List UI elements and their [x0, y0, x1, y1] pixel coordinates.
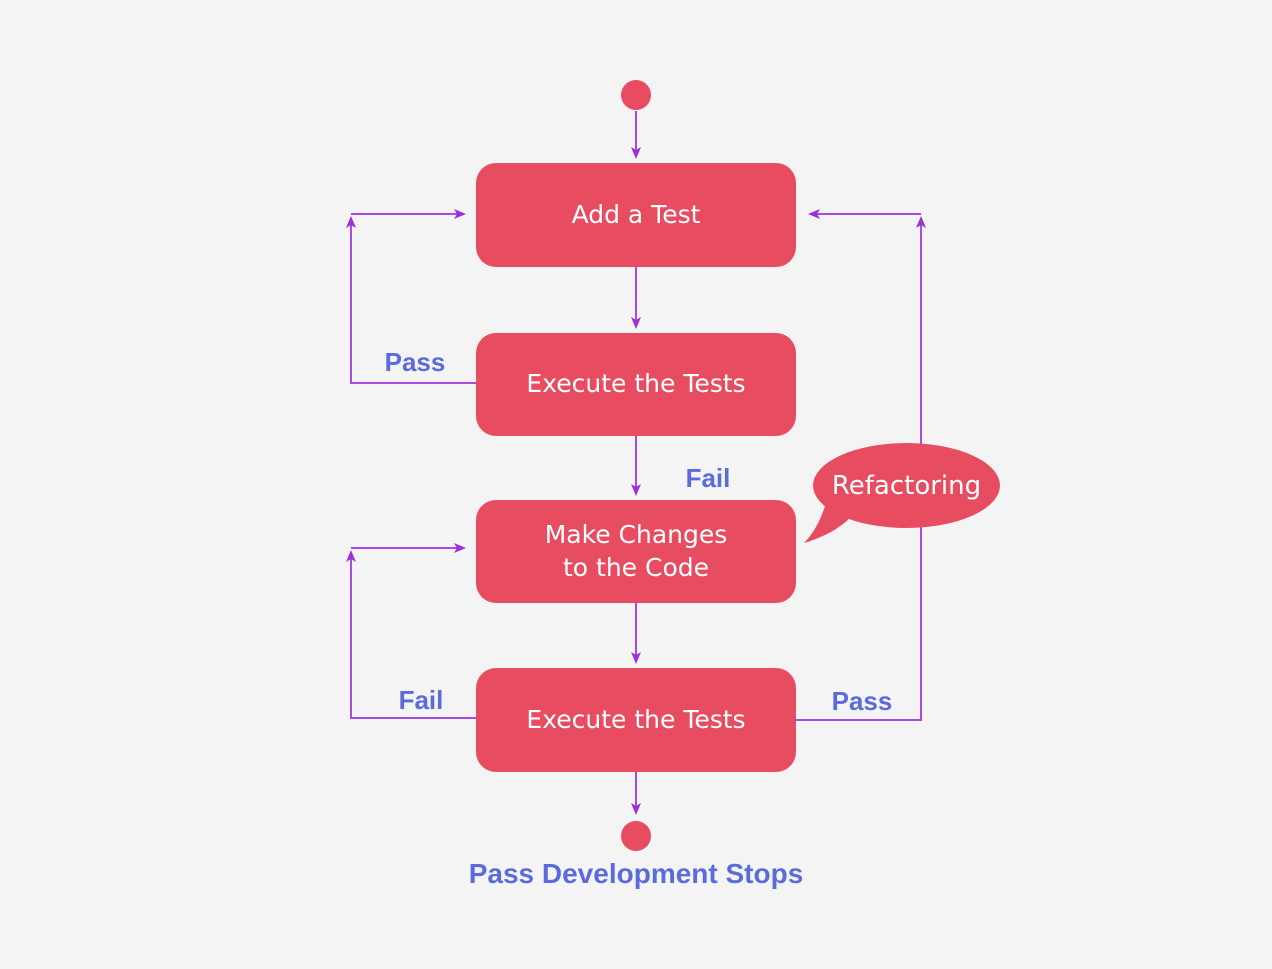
edge-label-fail-bottom: Fail — [398, 685, 444, 715]
node-label: Execute the Tests — [526, 369, 746, 399]
node-label: Make Changes to the Code — [545, 519, 728, 584]
callout-label: Refactoring — [831, 470, 982, 501]
edge-pass-right-vertical — [796, 216, 926, 721]
end-caption: Pass Development Stops — [468, 858, 804, 889]
edge-label-fail-top: Fail — [685, 463, 731, 493]
node-label: Add a Test — [571, 199, 701, 229]
edge-pass-loop-vertical — [346, 216, 476, 384]
node-label-line-1: Make Changes — [544, 520, 728, 549]
edge-fail-loop-vertical — [346, 550, 476, 719]
node-label-line-2: to the Code — [562, 552, 709, 582]
node-add-a-test: Add a Test — [476, 163, 796, 267]
end-node — [621, 821, 651, 851]
node-make-changes-to-the-code: Make Changes to the Code — [476, 500, 796, 603]
node-execute-the-tests-1: Execute the Tests — [476, 333, 796, 436]
edge-label-pass-top: Pass — [384, 347, 446, 377]
node-label: Execute the Tests — [526, 704, 746, 734]
start-node — [621, 80, 651, 110]
refactoring-callout: Refactoring — [813, 443, 1000, 528]
edge-label-pass-bottom: Pass — [831, 686, 893, 716]
node-execute-the-tests-2: Execute the Tests — [476, 668, 796, 772]
